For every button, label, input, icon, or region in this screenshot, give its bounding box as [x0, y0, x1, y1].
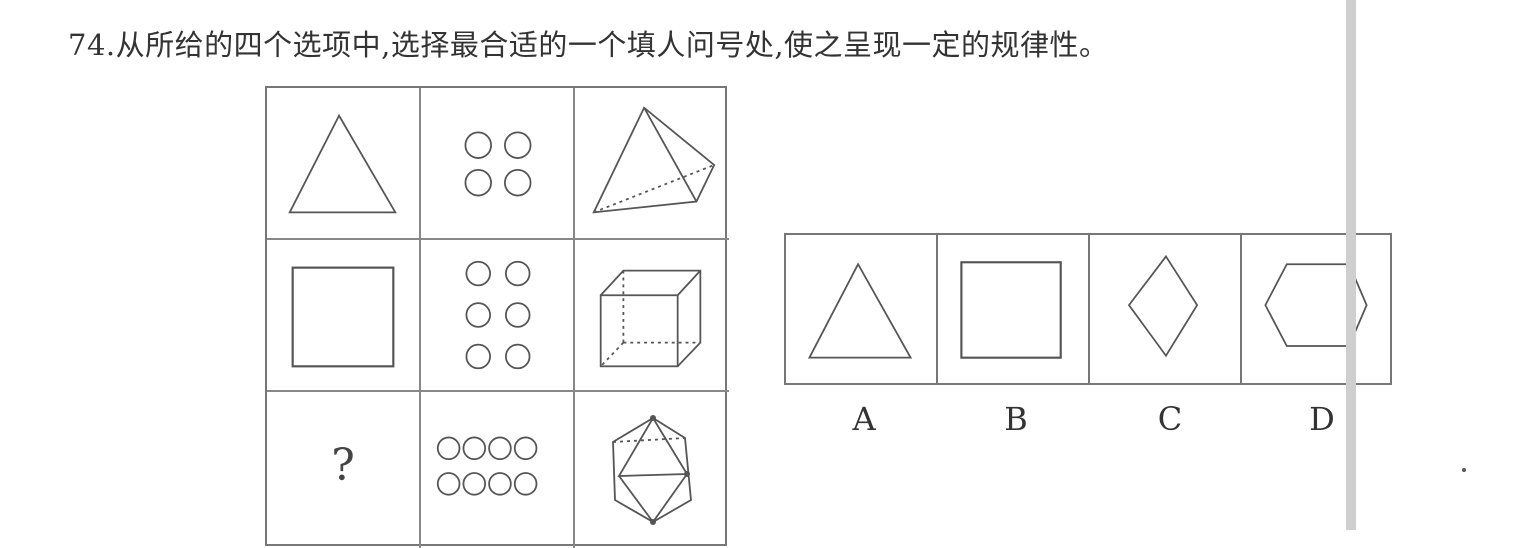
question-mark: ? [331, 440, 355, 491]
grid-cell-r1c1 [267, 88, 421, 240]
triangle-icon [807, 262, 913, 359]
option-b-box[interactable] [936, 233, 1090, 385]
six-circles-icon [465, 260, 531, 370]
tetrahedron-icon [592, 106, 716, 214]
grid-cell-r2c3 [575, 240, 729, 392]
puzzle-grid: ? [265, 86, 729, 548]
option-a-box[interactable] [784, 233, 938, 385]
option-d-box[interactable] [1240, 233, 1392, 385]
answer-options [784, 233, 1392, 385]
grid-cell-r3c1: ? [267, 392, 421, 548]
grid-cell-r2c1 [267, 240, 421, 392]
grid-cell-r2c2 [421, 240, 575, 392]
scan-speck [1462, 468, 1466, 472]
option-c-label[interactable]: C [1157, 400, 1183, 438]
grid-cell-r3c3 [575, 392, 729, 548]
grid-cell-r1c3 [575, 88, 729, 240]
option-d-label[interactable]: D [1309, 400, 1335, 438]
triangle-icon [288, 113, 397, 214]
option-c-box[interactable] [1088, 233, 1242, 385]
eight-circles-icon [436, 436, 538, 496]
square-icon [291, 266, 395, 368]
grid-cell-r1c2 [421, 88, 575, 240]
square-icon [960, 261, 1062, 359]
option-b-label[interactable]: B [1004, 400, 1028, 438]
question-text: 74.从所给的四个选项中,选择最合适的一个填人问号处,使之呈现一定的规律性。 [68, 28, 1109, 62]
hexagon-icon [1264, 263, 1368, 347]
cube-icon [599, 269, 702, 368]
option-a-label[interactable]: A [852, 400, 876, 438]
octahedron-icon [612, 415, 692, 525]
rhombus-icon [1127, 254, 1199, 358]
grid-cell-r3c2 [421, 392, 575, 548]
four-circles-icon [464, 131, 532, 197]
scan-artifact-line [1346, 0, 1356, 530]
